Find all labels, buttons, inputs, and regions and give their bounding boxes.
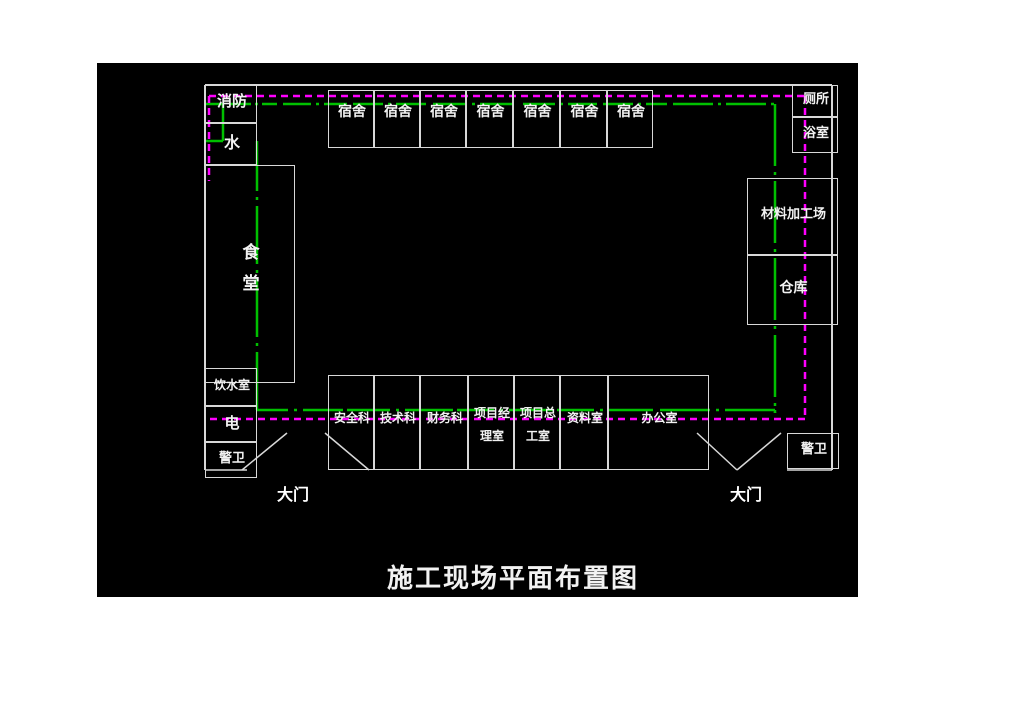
drawing-title: 施工现场平面布置图 bbox=[387, 564, 640, 594]
office-cell-label: 办公室 bbox=[641, 411, 678, 425]
building-guard-right[interactable]: 警卫 bbox=[787, 433, 839, 469]
office-cell-label: 安全科 bbox=[333, 411, 370, 425]
office-cell-technical[interactable]: 技术科 bbox=[374, 375, 420, 470]
office-row: 安全科 技术科 财务科 项目经 理室 项目总 工室 资料室 办公室 bbox=[328, 375, 709, 470]
dormitory-cell-label: 宿舍 bbox=[570, 104, 599, 120]
building-bathroom-label: 浴室 bbox=[802, 126, 829, 141]
site-plan-area: 消防 水 食 堂 饮水室 电 警卫 宿舍 宿舍 宿舍 bbox=[97, 63, 858, 597]
office-cell-project-manager[interactable]: 项目经 理室 bbox=[468, 375, 514, 470]
building-guard-left[interactable]: 警卫 bbox=[205, 442, 257, 478]
building-guard-right-label: 警卫 bbox=[800, 442, 827, 457]
building-drinking-water-room-label: 饮水室 bbox=[213, 378, 250, 392]
office-cell-archives[interactable]: 资料室 bbox=[560, 375, 608, 470]
building-toilet-label: 厕所 bbox=[802, 92, 829, 107]
dormitory-cell[interactable]: 宿舍 bbox=[328, 90, 374, 148]
dormitory-cell-label: 宿舍 bbox=[617, 104, 645, 120]
power-station-cell[interactable]: 电 bbox=[205, 406, 257, 442]
power-network-lines bbox=[207, 94, 807, 421]
dormitory-cell-label: 宿舍 bbox=[338, 104, 366, 120]
dormitory-cell-label: 宿舍 bbox=[476, 104, 505, 120]
building-material-yard[interactable]: 材料加工场 bbox=[747, 178, 838, 255]
dormitory-cell[interactable]: 宿舍 bbox=[607, 90, 653, 148]
office-cell-chief-engineer[interactable]: 项目总 工室 bbox=[514, 375, 560, 470]
dormitory-row: 宿舍 宿舍 宿舍 宿舍 宿舍 宿舍 宿舍 bbox=[328, 90, 653, 148]
gate-right-label: 大门 bbox=[730, 485, 763, 504]
office-cell-general-office[interactable]: 办公室 bbox=[608, 375, 709, 470]
building-bathroom[interactable]: 浴室 bbox=[792, 117, 838, 153]
building-fire-protection-label: 消防 bbox=[216, 92, 247, 110]
office-cell-label: 财务科 bbox=[426, 411, 463, 425]
office-cell-label: 资料室 bbox=[566, 411, 603, 425]
dormitory-cell[interactable]: 宿舍 bbox=[513, 90, 560, 148]
dormitory-cell[interactable]: 宿舍 bbox=[560, 90, 607, 148]
building-warehouse[interactable]: 仓库 bbox=[747, 255, 838, 325]
office-cell-label: 项目总 工室 bbox=[519, 406, 556, 443]
building-canteen-label: 食 堂 bbox=[242, 243, 260, 294]
dormitory-cell[interactable]: 宿舍 bbox=[374, 90, 420, 148]
building-guard-left-label: 警卫 bbox=[218, 451, 245, 466]
dormitory-cell-label: 宿舍 bbox=[430, 104, 458, 120]
office-cell-finance[interactable]: 财务科 bbox=[420, 375, 468, 470]
office-cell-safety[interactable]: 安全科 bbox=[328, 375, 374, 470]
building-canteen[interactable]: 食 堂 bbox=[205, 165, 295, 383]
building-material-yard-label: 材料加工场 bbox=[760, 207, 826, 222]
office-cell-label: 技术科 bbox=[379, 411, 416, 425]
building-drinking-water-room[interactable]: 饮水室 bbox=[205, 368, 257, 406]
water-network-lines bbox=[205, 102, 777, 413]
dormitory-cell-label: 宿舍 bbox=[384, 104, 412, 120]
building-warehouse-label: 仓库 bbox=[779, 280, 808, 296]
building-water-station[interactable]: 水 bbox=[205, 123, 257, 165]
building-toilet[interactable]: 厕所 bbox=[792, 85, 838, 117]
dormitory-cell-label: 宿舍 bbox=[523, 104, 552, 120]
dormitory-cell[interactable]: 宿舍 bbox=[466, 90, 513, 148]
gate-left-label: 大门 bbox=[277, 485, 310, 504]
building-water-station-label: 水 bbox=[223, 133, 240, 152]
building-fire-protection[interactable]: 消防 bbox=[205, 85, 257, 123]
office-cell-label: 项目经 理室 bbox=[473, 406, 510, 443]
dormitory-cell[interactable]: 宿舍 bbox=[420, 90, 466, 148]
power-station-label: 电 bbox=[224, 414, 240, 432]
